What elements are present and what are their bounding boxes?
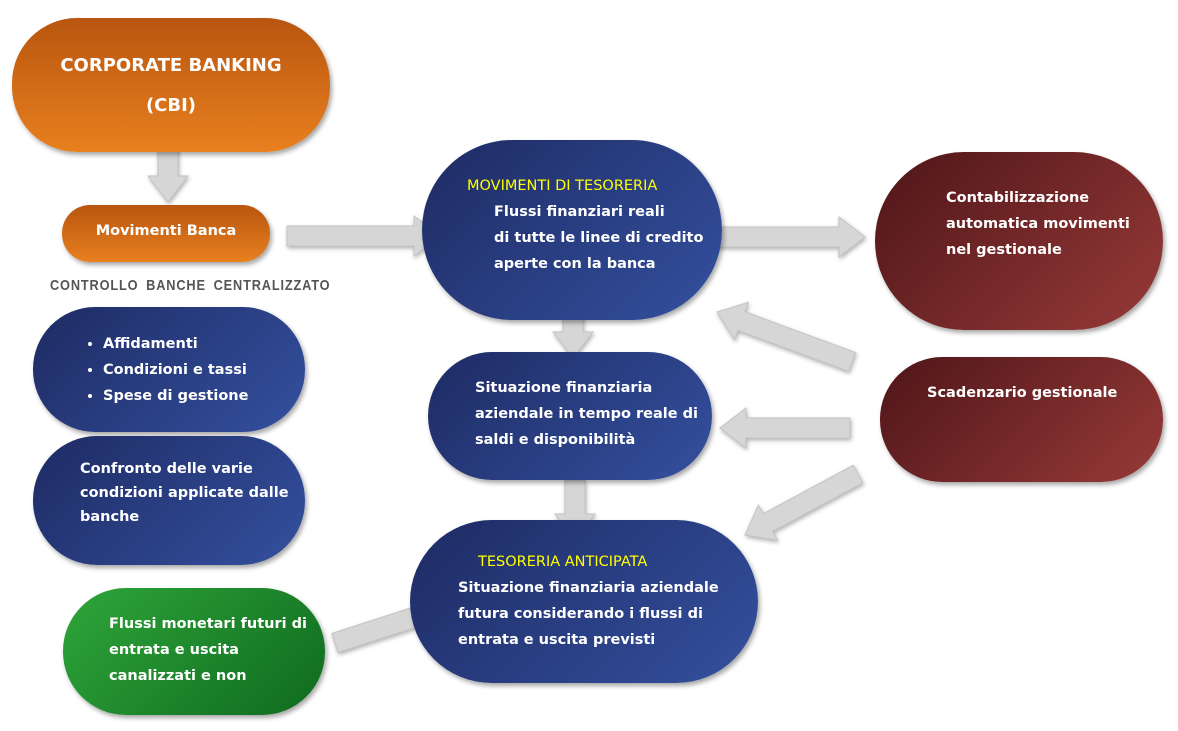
cbi-node: CORPORATE BANKING (CBI) [12,18,330,152]
arrow-banca-to-tesoreria [286,214,441,258]
situazione-line: saldi e disponibilità [475,432,636,448]
flussi-futuri-line: entrata e uscita [109,642,239,658]
arrow-scadenzario-to-tesoreria [716,301,857,373]
movimenti-tesoreria-node: MOVIMENTI DI TESORERIA Flussi finanziari… [422,140,722,320]
flussi-futuri-node: Flussi monetari futuri di entrata e usci… [63,588,325,715]
tesoreria-anticipata-title: TESORERIA ANTICIPATA [478,554,648,570]
contabilizzazione-line: Contabilizzazione [946,190,1090,206]
confronto-line: condizioni applicate dalle [80,485,289,501]
movimenti-tesoreria-line: di tutte le linee di credito [494,230,704,246]
situazione-node: Situazione finanziaria aziendale in temp… [428,352,712,480]
flussi-futuri-line: canalizzati e non [109,668,247,684]
arrow-tesoreria-to-contabilizzazione [712,215,866,259]
cbi-title: CORPORATE BANKING [60,55,282,76]
tesoreria-anticipata-line: futura considerando i flussi di [458,606,703,622]
controllo-item: Condizioni e tassi [103,357,305,383]
movimenti-banca-label: Movimenti Banca [95,223,237,239]
confronto-node: Confronto delle varie condizioni applica… [33,436,305,565]
movimenti-tesoreria-line: Flussi finanziari reali [494,204,665,220]
tesoreria-anticipata-line: entrata e uscita previsti [458,632,656,648]
controllo-item: Affidamenti [103,331,305,357]
confronto-line: Confronto delle varie [80,461,253,477]
tesoreria-anticipata-line: Situazione finanziaria aziendale [458,580,719,596]
arrow-scadenzario-to-situazione [719,406,851,450]
contabilizzazione-node: Contabilizzazione automatica movimenti n… [875,152,1163,330]
controllo-node: Affidamenti Condizioni e tassi Spese di … [33,307,305,432]
arrow-scadenzario-to-anticipata [744,464,864,541]
movimenti-tesoreria-line: aperte con la banca [494,256,656,272]
controllo-banche-label: CONTROLLO BANCHE CENTRALIZZATO [50,277,331,294]
situazione-line: aziendale in tempo reale di [475,406,698,422]
scadenzario-node: Scadenzario gestionale [880,357,1163,482]
tesoreria-anticipata-node: TESORERIA ANTICIPATA Situazione finanzia… [410,520,758,683]
contabilizzazione-line: nel gestionale [946,242,1062,258]
controllo-item: Spese di gestione [103,383,305,409]
movimenti-banca-node: Movimenti Banca [62,205,270,262]
scadenzario-label: Scadenzario gestionale [927,385,1118,401]
situazione-line: Situazione finanziaria [475,380,653,396]
confronto-line: banche [80,509,140,525]
cbi-subtitle: (CBI) [145,95,197,116]
flussi-futuri-line: Flussi monetari futuri di [109,616,307,632]
contabilizzazione-line: automatica movimenti [946,216,1130,232]
movimenti-tesoreria-title: MOVIMENTI DI TESORERIA [467,178,658,194]
